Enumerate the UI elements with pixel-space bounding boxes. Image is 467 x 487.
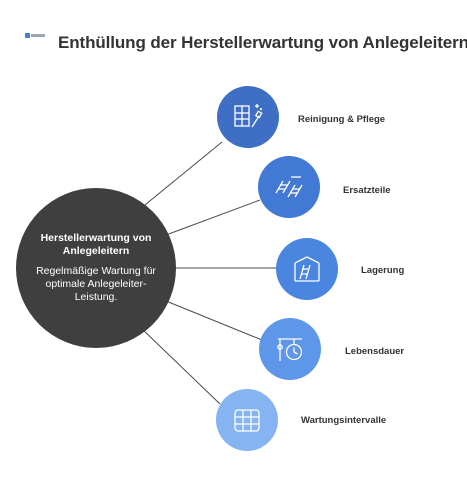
storage-icon bbox=[294, 256, 320, 282]
item-lagerung-circle bbox=[276, 238, 338, 300]
cleaning-icon bbox=[234, 104, 263, 128]
item-wartungsintervalle-circle bbox=[216, 389, 278, 451]
item-label: Reinigung & Pflege bbox=[298, 114, 386, 125]
item-reinigung-circle bbox=[217, 86, 279, 148]
item-label: Lagerung bbox=[361, 265, 405, 276]
central-topic-description: Regelmäßige Wartung für optimale Anlegel… bbox=[36, 265, 156, 303]
connector-line bbox=[139, 326, 221, 405]
central-topic-title: Herstellerwartung von Anlegeleitern bbox=[40, 232, 152, 257]
page-title: Enthüllung der Herstellerwartung von Anl… bbox=[58, 33, 467, 52]
central-topic-circle: Herstellerwartung von Anlegeleitern Rege… bbox=[16, 188, 176, 348]
connector-line bbox=[165, 199, 261, 236]
item-label: Ersatzteile bbox=[343, 185, 391, 196]
ladder-parts-icon bbox=[275, 176, 303, 198]
item-ersatzteile-circle bbox=[258, 156, 320, 218]
item-label: Lebensdauer bbox=[345, 346, 405, 357]
brand-logo bbox=[25, 27, 45, 38]
item-lebensdauer-circle bbox=[259, 318, 321, 380]
connector-line bbox=[139, 141, 223, 210]
timer-icon bbox=[277, 338, 303, 361]
calendar-grid-icon bbox=[234, 409, 260, 432]
connector-line bbox=[165, 300, 263, 341]
item-label: Wartungsintervalle bbox=[301, 415, 387, 426]
